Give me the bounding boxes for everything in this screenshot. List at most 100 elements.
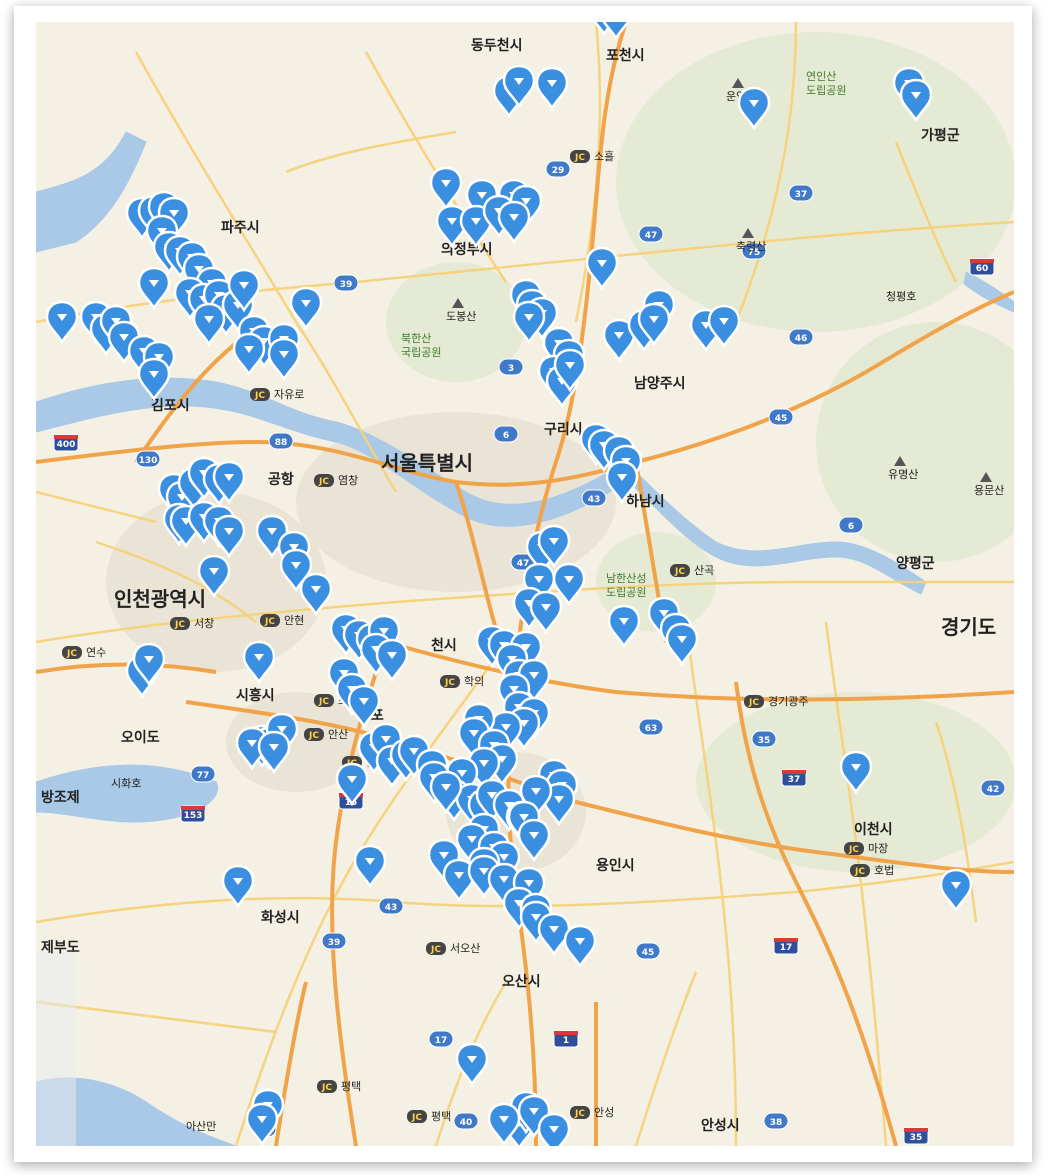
svg-text:17: 17 — [435, 1036, 448, 1046]
location-marker[interactable] — [537, 524, 571, 569]
location-marker[interactable] — [353, 844, 387, 889]
svg-text:38: 38 — [770, 1118, 783, 1128]
pin-arrow-icon — [477, 192, 487, 199]
location-marker[interactable] — [537, 1112, 571, 1146]
location-marker[interactable] — [221, 864, 255, 909]
location-marker[interactable] — [137, 266, 171, 311]
location-marker[interactable] — [529, 590, 563, 635]
location-marker[interactable] — [552, 562, 586, 607]
location-marker[interactable] — [107, 320, 141, 365]
pin-arrow-icon — [467, 836, 477, 843]
place-label-gwacheon: 천시 — [431, 638, 457, 654]
pin-arrow-icon — [677, 636, 687, 643]
location-markers[interactable] — [45, 22, 973, 1146]
pin-icon — [299, 572, 333, 617]
location-marker[interactable] — [939, 868, 973, 913]
location-marker[interactable] — [347, 684, 381, 729]
location-marker[interactable] — [487, 1102, 521, 1146]
location-marker[interactable] — [212, 460, 246, 505]
location-marker[interactable] — [299, 572, 333, 617]
location-marker[interactable] — [255, 514, 289, 559]
location-marker[interactable] — [429, 770, 463, 815]
mountain-icon — [894, 456, 906, 466]
place-label-namhansanseong: 도립공원 — [606, 586, 646, 599]
svg-text:산곡: 산곡 — [694, 564, 714, 577]
location-marker[interactable] — [132, 642, 166, 687]
location-marker[interactable] — [192, 302, 226, 347]
location-marker[interactable] — [537, 912, 571, 957]
location-marker[interactable] — [257, 730, 291, 775]
location-marker[interactable] — [517, 1094, 551, 1139]
pin-arrow-icon — [209, 568, 219, 575]
location-marker[interactable] — [553, 348, 587, 393]
pin-arrow-icon — [524, 314, 534, 321]
pin-icon — [512, 300, 546, 345]
location-marker[interactable] — [245, 1102, 279, 1146]
location-marker[interactable] — [737, 86, 771, 131]
location-marker[interactable] — [289, 286, 323, 331]
location-marker[interactable] — [839, 750, 873, 795]
location-marker[interactable] — [502, 64, 536, 109]
location-marker[interactable] — [212, 514, 246, 559]
place-label-anseong: 안성시 — [701, 1117, 740, 1134]
location-marker[interactable] — [899, 78, 933, 123]
svg-text:3: 3 — [508, 364, 514, 374]
location-marker[interactable] — [267, 337, 301, 382]
pin-icon — [397, 734, 431, 779]
location-marker[interactable] — [607, 604, 641, 649]
place-label-paju: 파주시 — [221, 220, 260, 236]
location-marker[interactable] — [227, 268, 261, 313]
pin-icon — [839, 750, 873, 795]
svg-text:JC: JC — [264, 617, 275, 627]
location-marker[interactable] — [455, 1042, 489, 1087]
pin-arrow-icon — [911, 92, 921, 99]
location-marker[interactable] — [563, 924, 597, 969]
location-marker[interactable] — [665, 622, 699, 667]
location-marker[interactable] — [497, 200, 531, 245]
map-canvas[interactable]: 2937477560394634008861304543647633537771… — [36, 22, 1014, 1146]
location-marker[interactable] — [707, 304, 741, 349]
map-svg[interactable]: 2937477560394634008861304543647633537771… — [36, 22, 1014, 1146]
location-marker[interactable] — [601, 22, 631, 41]
location-marker[interactable] — [232, 332, 266, 377]
location-marker[interactable] — [637, 302, 671, 347]
place-label-pocheon: 포천시 — [606, 48, 645, 64]
pin-arrow-icon — [291, 562, 301, 569]
pin-arrow-icon — [549, 1126, 559, 1133]
pin-icon — [429, 770, 463, 815]
place-label-uijeongbu: 의정부시 — [441, 241, 493, 258]
pin-arrow-icon — [149, 280, 159, 287]
pin-icon — [517, 1094, 551, 1139]
place-label-jebudo: 제부도 — [41, 940, 80, 956]
location-marker[interactable] — [197, 554, 231, 599]
location-marker[interactable] — [137, 357, 171, 402]
location-marker[interactable] — [517, 818, 551, 863]
svg-text:6: 6 — [848, 522, 854, 532]
location-marker[interactable] — [242, 640, 276, 685]
location-marker[interactable] — [519, 900, 553, 945]
pin-arrow-icon — [457, 770, 467, 777]
pin-arrow-icon — [575, 938, 585, 945]
pin-icon — [665, 622, 699, 667]
road-shield-75: 75 — [741, 242, 767, 260]
pin-arrow-icon — [851, 764, 861, 771]
pin-arrow-icon — [529, 1108, 539, 1115]
pin-icon — [279, 548, 313, 593]
svg-text:75: 75 — [748, 248, 761, 258]
location-marker[interactable] — [375, 638, 409, 683]
svg-text:JC: JC — [318, 697, 329, 707]
location-marker[interactable] — [45, 300, 79, 345]
location-marker[interactable] — [279, 548, 313, 593]
location-marker[interactable] — [512, 300, 546, 345]
svg-text:JC: JC — [430, 945, 441, 955]
location-marker[interactable] — [335, 762, 369, 807]
location-marker[interactable] — [535, 66, 569, 111]
location-marker[interactable] — [605, 460, 639, 505]
location-marker[interactable] — [585, 246, 619, 291]
location-marker[interactable] — [397, 734, 431, 779]
pin-icon — [553, 348, 587, 393]
pin-icon — [455, 1042, 489, 1087]
place-label-yeoninsan: 연인산 — [806, 70, 836, 83]
